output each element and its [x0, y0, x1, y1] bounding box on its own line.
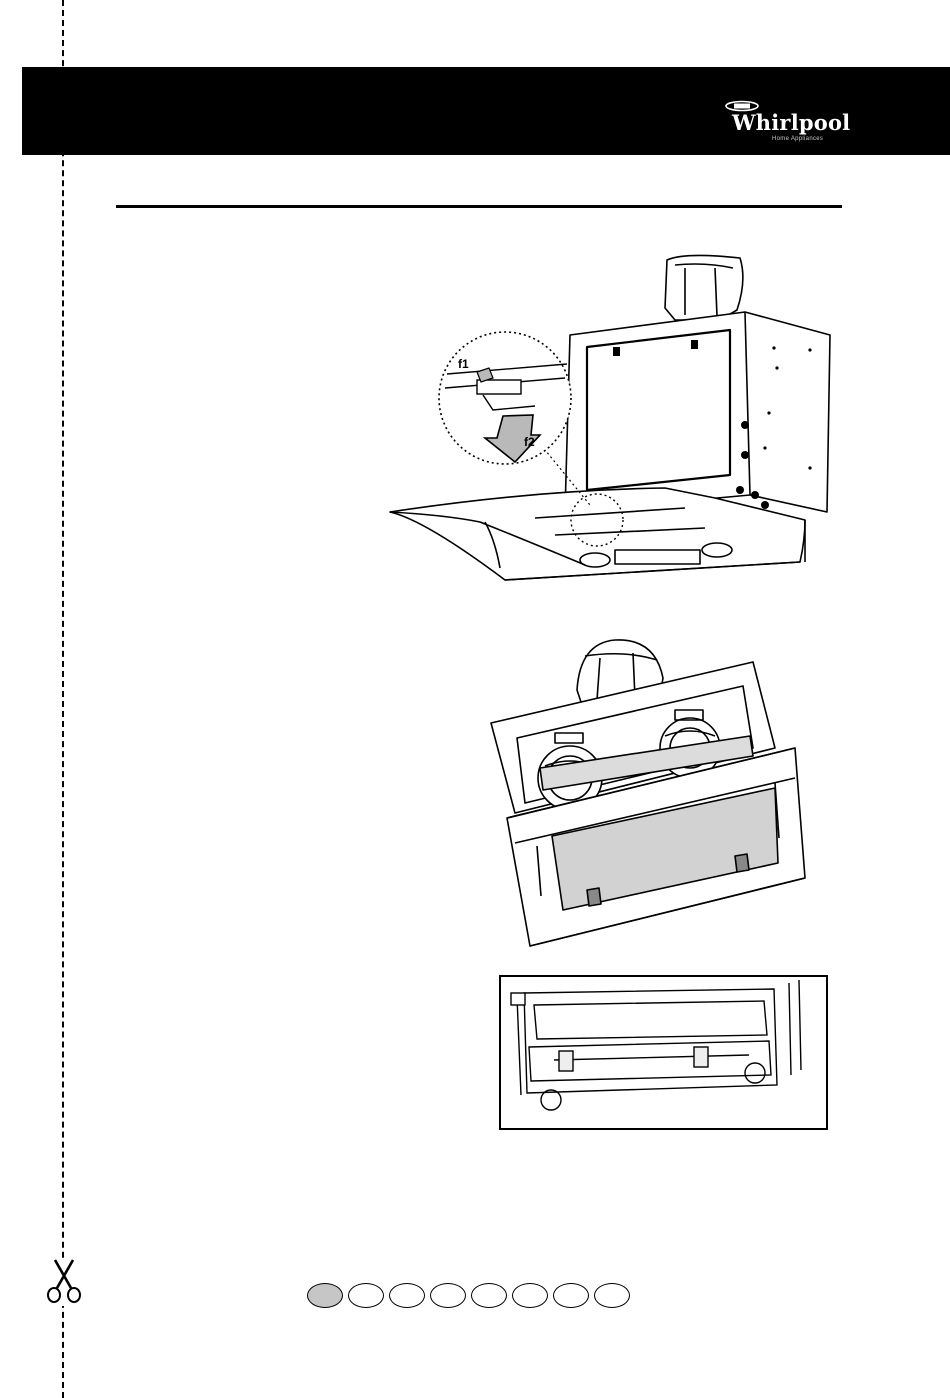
brand-name: Whirlpool [732, 110, 850, 135]
cut-along-dashed-line [62, 0, 64, 1398]
language-dot-8 [594, 1283, 630, 1308]
language-dot-3 [389, 1283, 425, 1308]
language-dot-7 [553, 1283, 589, 1308]
figure-filter-removal [485, 638, 820, 950]
language-dot-1 [307, 1283, 343, 1308]
whirlpool-logo: Whirlpool Home Appliances [714, 100, 844, 150]
scissors-icon [44, 1258, 84, 1306]
brand-tagline: Home Appliances [772, 136, 823, 142]
figure-open-panel: f1 f2 [385, 250, 835, 595]
callout-f2: f2 [524, 435, 535, 449]
figure-inner-frame [499, 975, 828, 1130]
section-rule [116, 205, 842, 208]
language-dot-2 [348, 1283, 384, 1308]
language-dot-5 [471, 1283, 507, 1308]
callout-f1: f1 [458, 357, 469, 371]
language-indicator [307, 1283, 630, 1311]
language-dot-6 [512, 1283, 548, 1308]
language-dot-4 [430, 1283, 466, 1308]
